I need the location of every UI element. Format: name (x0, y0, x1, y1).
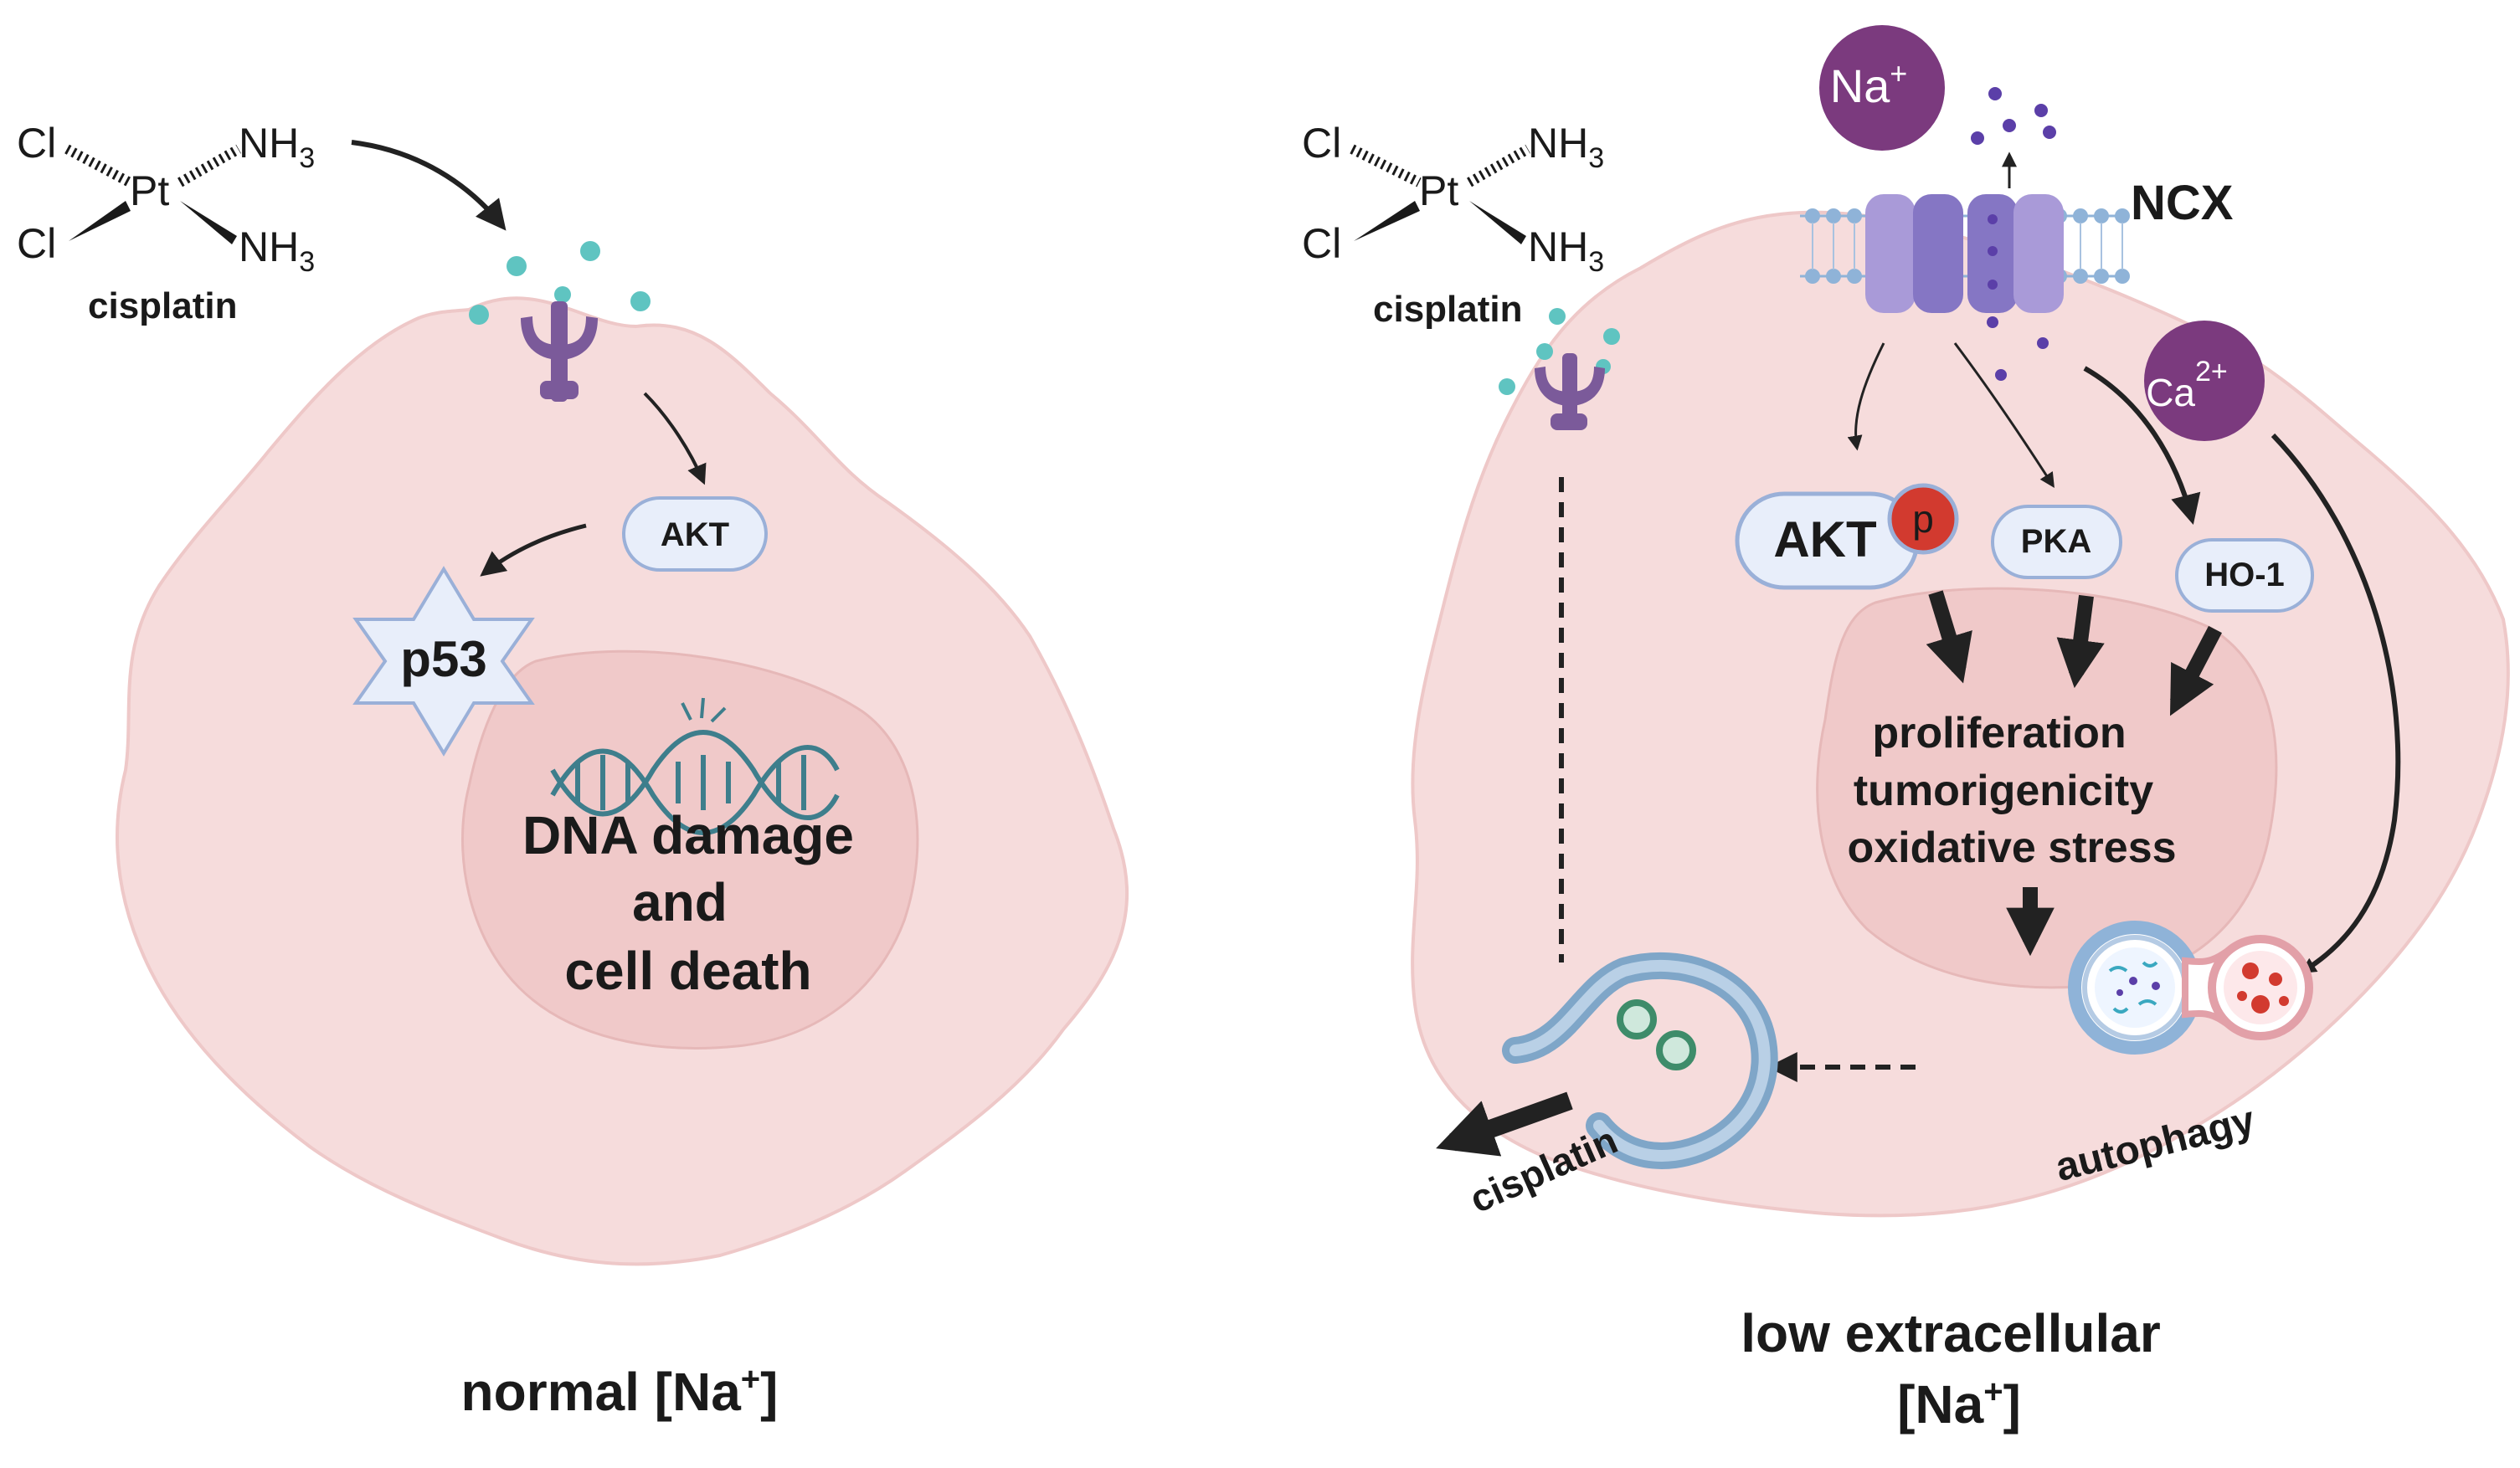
ncx-akt-arrow (1847, 342, 1885, 451)
left-panel: Cl Cl Pt NH3 NH3 cisplatin (17, 120, 1129, 1422)
pka-node: PKA (1991, 505, 2122, 579)
cisplatin-efflux-arrow (1436, 1091, 1573, 1157)
right-cisplatin-label: cisplatin (1373, 289, 1523, 330)
ho1-effects-arrow (2169, 625, 2222, 716)
left-pt: Pt (130, 167, 169, 214)
left-cisplatin-structure: Cl Cl Pt NH3 NH3 cisplatin (17, 120, 315, 326)
ho1-node: HO-1 (2175, 538, 2314, 613)
right-panel: Cl Cl Pt NH3 NH3 cisplatin (1302, 25, 2510, 1435)
left-nucleus-line-2: and (632, 872, 728, 932)
right-nh3-top: NH3 (1528, 120, 1604, 174)
right-cl-bottom: Cl (1302, 220, 1341, 267)
right-ion-particles (1499, 308, 1620, 395)
left-cisplatin-label: cisplatin (88, 285, 238, 326)
left-nh3-top: NH3 (239, 120, 315, 174)
ho1-label: HO-1 (2204, 557, 2285, 593)
na-particles (1971, 87, 2056, 145)
ca-ion-label: Ca2+ (2146, 356, 2228, 414)
right-receptor (1535, 353, 1605, 430)
right-pt: Pt (1419, 167, 1458, 214)
left-cl-bottom: Cl (17, 220, 56, 267)
ncx-transporter (1865, 194, 2064, 313)
phospho-group (1887, 483, 1959, 555)
right-akt-node: AKT p (1735, 483, 1959, 590)
left-akt-label: AKT (661, 516, 729, 553)
left-ion-particles (469, 241, 651, 325)
phospho-label: p (1912, 497, 1934, 541)
right-akt-label: AKT (1773, 511, 1876, 567)
left-nucleus-line-3: cell death (564, 941, 811, 1001)
right-caption-line-2: [Na+] (1897, 1373, 2021, 1435)
exocytosis-vesicle (1502, 952, 1778, 1169)
left-drug-entry-arrow (351, 140, 507, 231)
ncx-ho1-arrow (2083, 366, 2201, 525)
left-nucleus (461, 649, 919, 1050)
effect-oxidative-stress: oxidative stress (1847, 824, 2176, 872)
ca-autophagy-arrow (2271, 433, 2401, 974)
ncx-pka-arrow (1953, 342, 2055, 489)
left-akt-node: AKT (622, 496, 768, 572)
left-receptor-akt-arrow (643, 392, 707, 485)
right-nh3-bottom: NH3 (1528, 223, 1604, 278)
effect-tumorigenicity: tumorigenicity (1854, 767, 2153, 815)
ca-ion: Ca2+ (2144, 321, 2265, 441)
ncx-exit-particles (1987, 316, 2049, 381)
na-ion-label: Na+ (1830, 56, 1908, 112)
left-akt-p53-arrow (480, 523, 587, 577)
left-caption: normal [Na+] (461, 1361, 779, 1422)
right-caption-line-1: low extracellular (1741, 1303, 2161, 1363)
left-p53-label: p53 (400, 631, 486, 687)
left-nucleus-line-1: DNA damage (522, 805, 854, 865)
na-ion: Na+ (1819, 25, 1945, 151)
autophagosome-icon (2068, 921, 2313, 1055)
left-receptor (521, 301, 598, 402)
left-cl-top: Cl (17, 120, 56, 167)
akt-effects-arrow (1926, 590, 1972, 684)
pka-effects-arrow (2056, 594, 2105, 689)
right-cisplatin-structure: Cl Cl Pt NH3 NH3 cisplatin (1302, 120, 1604, 330)
pka-label: PKA (2021, 523, 2091, 560)
left-p53-node: p53 (352, 566, 535, 757)
dna-damage-icon (550, 697, 840, 835)
left-nh3-bottom: NH3 (239, 223, 315, 278)
ncx-label: NCX (2131, 176, 2234, 230)
right-cl-top: Cl (1302, 120, 1341, 167)
effect-proliferation: proliferation (1872, 709, 2126, 757)
